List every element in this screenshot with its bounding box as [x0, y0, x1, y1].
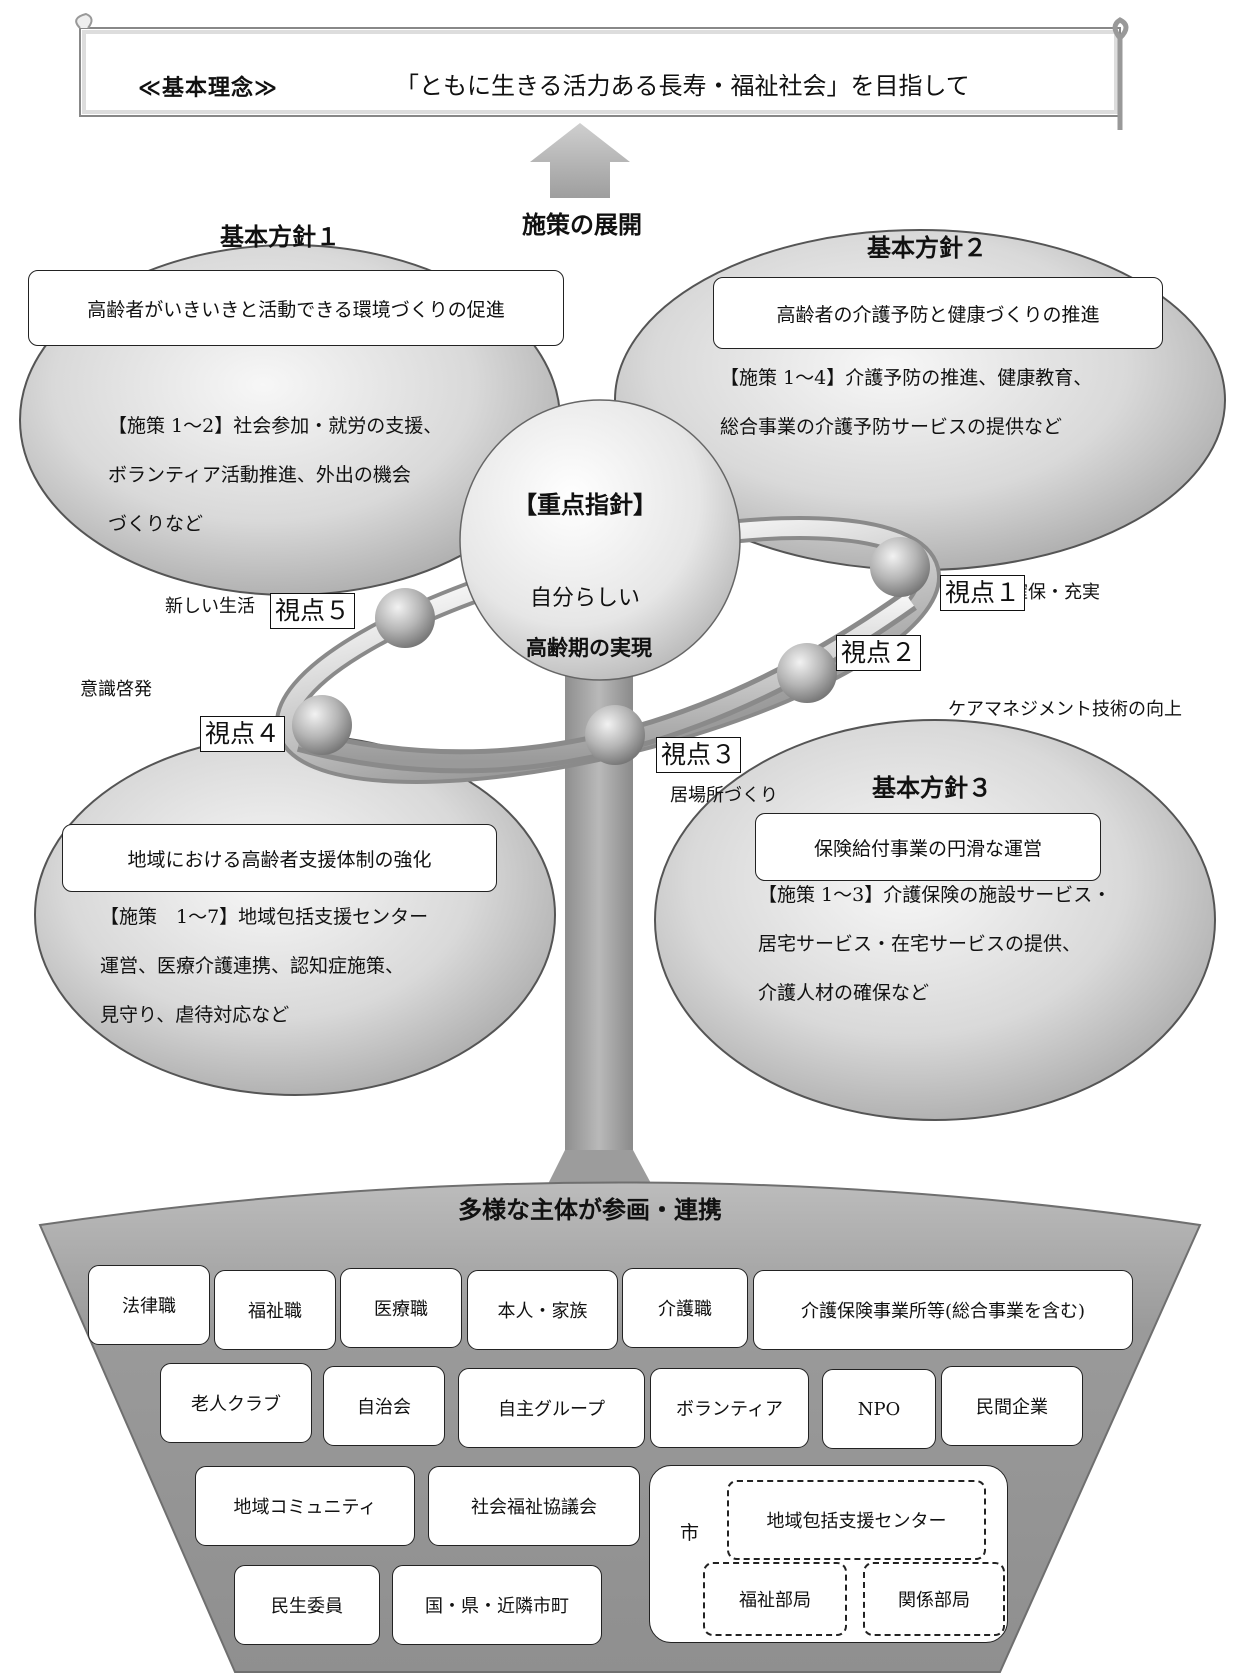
actor-community: 地域コミュニティ [195, 1466, 415, 1546]
policy-3-heading: 基本方針３ [872, 774, 992, 802]
actor-legal: 法律職 [88, 1265, 210, 1345]
center-title: 【重点指針】 [513, 491, 657, 519]
actor-private-company: 民間企業 [941, 1366, 1083, 1446]
policy-4-line: 運営、医療介護連携、認知症施策、 [100, 955, 405, 977]
actors-title: 多様な主体が参画・連携 [458, 1196, 722, 1224]
viewpoint-2-note: ケアマネジメント技術の向上 [948, 699, 1182, 720]
policy-2-line: 【施策 1～4】介護予防の推進、健康教育、 [720, 367, 1093, 389]
policy-2-heading: 基本方針２ [867, 234, 987, 262]
policy-1-line: 【施策 1～2】社会参加・就労の支援、 [108, 415, 443, 437]
policy-1-measures: 【施策 1～2】社会参加・就労の支援、 ボランティア活動推進、外出の機会 づくり… [108, 402, 442, 549]
viewpoint-4-note: 意識啓発 [80, 679, 152, 700]
policy-4-box: 地域における高齢者支援体制の強化 [62, 824, 497, 892]
policy-1-line: づくりなど [108, 513, 204, 535]
policy-2-box: 高齢者の介護予防と健康づくりの推進 [713, 277, 1163, 349]
viewpoint-3-label: 視点３ [656, 737, 742, 773]
viewpoint-2-label: 視点２ [836, 635, 922, 671]
policy-1-line: ボランティア活動推進、外出の機会 [108, 464, 411, 486]
city-community-support-center: 地域包括支援センター [727, 1480, 986, 1560]
center-line-1: 自分らしい [530, 586, 641, 611]
policy-1-box: 高齢者がいきいきと活動できる環境づくりの促進 [28, 270, 564, 346]
policy-2-line: 総合事業の介護予防サービスの提供など [720, 416, 1063, 438]
arrow-label: 施策の展開 [522, 211, 642, 239]
actor-care-providers: 介護保険事業所等(総合事業を含む) [753, 1270, 1133, 1350]
city-related-department: 関係部局 [863, 1562, 1005, 1636]
up-arrow-icon [530, 123, 630, 198]
city-label: 市 [680, 1522, 700, 1544]
policy-1-heading: 基本方針１ [220, 223, 340, 251]
center-line-2: 高齢期の実現 [526, 636, 652, 660]
policy-2-measures: 【施策 1～4】介護予防の推進、健康教育、 総合事業の介護予防サービスの提供など [720, 354, 1092, 452]
policy-3-box: 保険給付事業の円滑な運営 [755, 813, 1101, 881]
viewpoint-3-note: 居場所づくり [670, 785, 778, 806]
actor-family: 本人・家族 [467, 1270, 618, 1350]
actor-care: 介護職 [622, 1268, 748, 1348]
viewpoint-4-label: 視点４ [200, 716, 286, 752]
viewpoint-5-note: 新しい生活 [165, 596, 255, 617]
banner-title: ≪基本理念≫ [138, 76, 279, 101]
actor-neighborhood: 自治会 [323, 1366, 445, 1446]
actor-social-welfare-council: 社会福祉協議会 [428, 1466, 640, 1546]
policy-4-line: 見守り、虐待対応など [100, 1004, 290, 1026]
policy-4-measures: 【施策 1～7】地域包括支援センター 運営、医療介護連携、認知症施策、 見守り、… [100, 893, 428, 1040]
banner-scroll [75, 12, 1129, 130]
policy-3-measures: 【施策 1～3】介護保険の施設サービス・ 居宅サービス・在宅サービスの提供、 介… [758, 871, 1111, 1018]
policy-4-line: 【施策 1～7】地域包括支援センター [100, 906, 429, 928]
policy-3-line: 【施策 1～3】介護保険の施設サービス・ [758, 884, 1112, 906]
actor-volunteer: ボランティア [650, 1368, 809, 1448]
viewpoint-1-label: 視点１ [940, 575, 1026, 611]
banner-text: 「ともに生きる活力ある長寿・福祉社会」を目指して [395, 72, 970, 100]
policy-3-line: 介護人材の確保など [758, 982, 930, 1004]
viewpoint-1-note: 確保・充実 [1010, 582, 1100, 603]
policy-3-line: 居宅サービス・在宅サービスの提供、 [758, 933, 1082, 955]
city-welfare-department: 福祉部局 [703, 1562, 847, 1636]
actor-medical: 医療職 [340, 1268, 462, 1348]
viewpoint-5-label: 視点５ [270, 593, 356, 629]
actor-government: 国・県・近隣市町 [392, 1565, 602, 1645]
actor-senior-club: 老人クラブ [160, 1363, 312, 1443]
actor-welfare-commissioner: 民生委員 [234, 1565, 380, 1645]
actor-npo: NPO [822, 1369, 936, 1449]
actor-welfare: 福祉職 [214, 1270, 336, 1350]
actor-self-group: 自主グループ [458, 1368, 645, 1448]
